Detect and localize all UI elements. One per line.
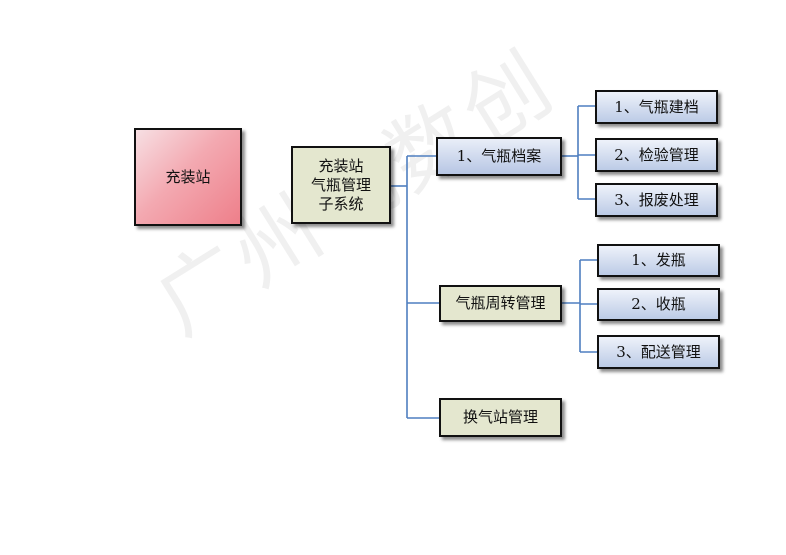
station-box[interactable]: 充装站 [134, 128, 242, 226]
leaf-label: 1、气瓶建档 [614, 97, 699, 116]
leaf-scrap-processing[interactable]: 3、报废处理 [595, 183, 718, 217]
leaf-label: 1、发瓶 [631, 251, 686, 269]
leaf-label: 3、报废处理 [614, 190, 699, 209]
subsystem-box[interactable]: 充装站 气瓶管理 子系统 [291, 146, 391, 224]
leaf-label: 3、配送管理 [616, 342, 701, 361]
category-exchange-station[interactable]: 换气站管理 [439, 398, 562, 437]
leaf-delivery-management[interactable]: 3、配送管理 [597, 335, 720, 369]
subsystem-line-3: 子系统 [318, 194, 364, 213]
category-label: 1、气瓶档案 [456, 147, 542, 165]
station-label: 充装站 [165, 167, 211, 186]
subsystem-line-1: 充装站 [318, 156, 364, 175]
leaf-collect-cylinder[interactable]: 2、收瓶 [597, 288, 720, 321]
leaf-issue-cylinder[interactable]: 1、发瓶 [597, 244, 720, 277]
category-label: 换气站管理 [462, 408, 538, 426]
leaf-inspection-management[interactable]: 2、检验管理 [595, 138, 718, 172]
subsystem-line-2: 气瓶管理 [310, 175, 371, 194]
leaf-label: 2、检验管理 [614, 145, 699, 164]
category-label: 气瓶周转管理 [455, 294, 546, 312]
category-cylinder-turnover[interactable]: 气瓶周转管理 [439, 285, 562, 322]
leaf-label: 2、收瓶 [631, 295, 686, 313]
category-cylinder-archive[interactable]: 1、气瓶档案 [436, 137, 562, 176]
leaf-cylinder-registration[interactable]: 1、气瓶建档 [595, 90, 718, 124]
